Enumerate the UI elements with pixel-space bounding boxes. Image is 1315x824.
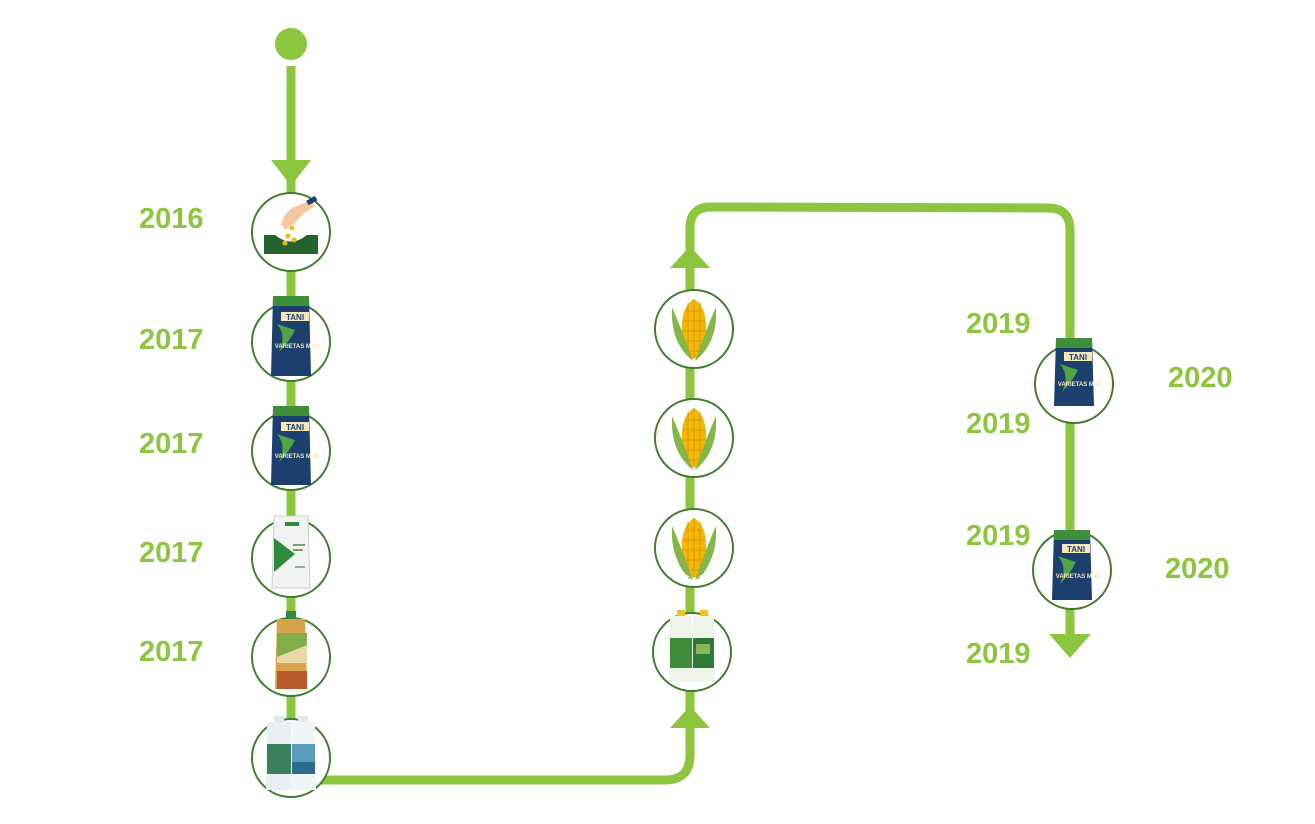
arrow-down-icon	[271, 160, 311, 186]
node-bag-3: TANI VARIETAS M 20	[1034, 338, 1114, 424]
year-label: 2019	[966, 408, 1031, 440]
svg-text:VARIETAS M 20: VARIETAS M 20	[275, 344, 320, 350]
year-label: 2019	[966, 638, 1031, 670]
year-label: 2016	[139, 203, 204, 235]
corn-icon	[671, 518, 717, 580]
svg-text:VARIETAS M 40: VARIETAS M 40	[275, 454, 320, 460]
svg-text:TANI: TANI	[1069, 353, 1087, 362]
svg-text:TANI: TANI	[286, 313, 304, 322]
year-label: 2017	[139, 428, 204, 460]
start-dot	[275, 28, 307, 60]
node-bottle-1	[251, 611, 331, 697]
node-sowing	[251, 192, 331, 272]
seed-bag-icon: TANI VARIETAS M 40	[1052, 530, 1101, 600]
svg-text:TANI: TANI	[1067, 545, 1085, 554]
node-bottles-2	[251, 716, 331, 798]
year-label: 2020	[1165, 553, 1230, 585]
hand-sowing-seeds-icon	[264, 195, 318, 254]
year-label: 2020	[1168, 362, 1233, 394]
arrow-down-icon	[1049, 634, 1091, 658]
arrow-up-icon	[670, 246, 710, 268]
seed-bag-icon: TANI VARIETAS M 20	[271, 296, 320, 376]
node-bag-2: TANI VARIETAS M 40	[251, 406, 331, 491]
year-label: 2019	[966, 520, 1031, 552]
liquid-fertilizer-bottle-icon	[275, 611, 307, 689]
node-corn-2	[654, 398, 734, 478]
svg-text:TANI: TANI	[286, 423, 304, 432]
node-bottles-3	[652, 610, 732, 692]
liquid-bottles-pair-icon	[669, 610, 715, 682]
seed-bag-icon: TANI VARIETAS M 40	[271, 406, 320, 485]
corn-icon	[671, 299, 717, 361]
liquid-bottles-pair-icon	[266, 716, 316, 790]
year-label: 2017	[139, 636, 204, 668]
node-fertilizer	[251, 515, 331, 598]
node-corn-1	[654, 508, 734, 588]
node-corn-3	[654, 289, 734, 369]
seed-bag-icon: TANI VARIETAS M 20	[1054, 338, 1103, 406]
svg-text:VARIETAS M 20: VARIETAS M 20	[1058, 382, 1103, 388]
node-bag-1: TANI VARIETAS M 20	[251, 296, 331, 382]
arrow-up-icon	[670, 706, 710, 728]
year-label: 2017	[139, 324, 204, 356]
corn-icon	[671, 408, 717, 470]
svg-text:VARIETAS M 40: VARIETAS M 40	[1056, 574, 1101, 580]
node-bag-4: TANI VARIETAS M 40	[1032, 530, 1112, 610]
year-label: 2017	[139, 537, 204, 569]
white-fertilizer-sack-icon	[271, 515, 311, 589]
year-label: 2019	[966, 308, 1031, 340]
